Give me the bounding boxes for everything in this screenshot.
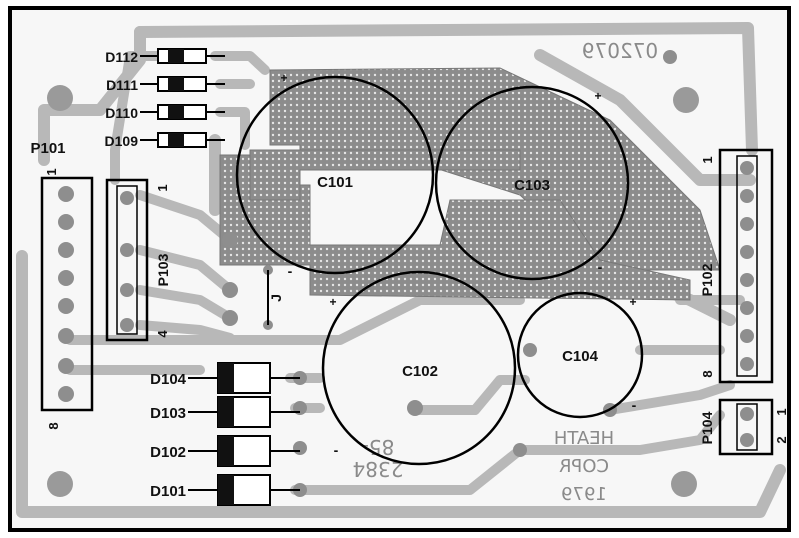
polarity-minus: - xyxy=(334,442,339,458)
mounting-hole xyxy=(673,87,699,113)
pad xyxy=(513,443,527,457)
connector-p101-label: P101 xyxy=(30,140,65,157)
capacitor-c104-outline xyxy=(516,291,644,419)
trace-p101-loop xyxy=(38,26,146,166)
diode-d101-label: D101 xyxy=(150,483,186,500)
connector-p101-pin-start: 1 xyxy=(44,168,59,175)
diode-d112: D112 xyxy=(105,48,225,65)
diode-d109-label: D109 xyxy=(105,133,139,149)
trace-p101-to-right xyxy=(65,295,525,345)
connector-p103-pin-end: 4 xyxy=(155,330,170,338)
capacitor-outlines xyxy=(235,75,644,466)
polarity-minus: - xyxy=(288,263,293,279)
capacitor-c102-outline xyxy=(321,270,517,466)
connector-p102-label: P102 xyxy=(699,263,715,296)
connector-p103-pin-start: 1 xyxy=(155,184,170,191)
capacitor-c101-label: C101 xyxy=(317,174,353,191)
polarity-plus: + xyxy=(594,89,601,103)
diode-d102: D102 xyxy=(150,435,300,467)
diode-d110: D110 xyxy=(105,104,225,121)
polarity-minus: - xyxy=(598,259,603,275)
pad xyxy=(407,400,423,416)
mirrored-board-markings: 072079 85- 2384 HEATH COPR 1979 xyxy=(353,39,659,505)
connector-p104-pin-start: 1 xyxy=(774,408,789,415)
diode-d101: D101 xyxy=(150,474,300,506)
trace-p102-top xyxy=(534,49,756,186)
diode-d103-label: D103 xyxy=(150,405,186,422)
connector-p101: P101 1 8 xyxy=(30,140,94,430)
maker-line2: COPR xyxy=(559,456,609,477)
diode-d110-label: D110 xyxy=(105,105,138,121)
connector-p103-body xyxy=(105,178,149,342)
pad xyxy=(293,441,307,455)
connector-p102-pin-end: 8 xyxy=(700,370,715,377)
diode-d111-label: D111 xyxy=(106,77,138,93)
trace-d112-row xyxy=(210,51,270,75)
trace-p103-pin2 xyxy=(135,245,235,295)
diode-d104-label: D104 xyxy=(150,371,187,388)
diode-d104: D104 xyxy=(150,362,300,394)
trace-c104-low xyxy=(605,380,735,415)
capacitor-c101-outline xyxy=(235,75,435,275)
trace-top-frame xyxy=(134,22,758,156)
pad xyxy=(523,343,537,357)
polarity-minus: - xyxy=(632,397,637,413)
mounting-hole xyxy=(47,471,73,497)
mounting-holes xyxy=(47,85,699,497)
trace-left-frame xyxy=(16,250,786,518)
connector-p104-label: P104 xyxy=(699,411,715,444)
jumper-j-label: J xyxy=(268,294,284,302)
mounting-hole xyxy=(47,85,73,111)
trace-d101-out xyxy=(290,410,725,495)
connector-p103-label: P103 xyxy=(155,253,171,286)
maker-line1: HEATH xyxy=(554,428,614,449)
pad xyxy=(222,232,238,248)
pad xyxy=(222,310,238,326)
mounting-hole xyxy=(671,471,697,497)
capacitor-c102-label: C102 xyxy=(402,363,438,380)
board-number: 072079 xyxy=(582,39,658,63)
pad xyxy=(663,50,677,64)
polarity-plus: + xyxy=(329,295,336,309)
diode-d112-label: D112 xyxy=(105,49,138,65)
connector-p102-pin-start: 1 xyxy=(700,156,715,163)
connector-p103: P103 1 4 xyxy=(105,178,171,342)
connector-p101-pin-end: 8 xyxy=(46,422,61,429)
trace-p103-pin3 xyxy=(135,285,235,323)
polarity-plus: + xyxy=(629,295,636,309)
plane-center-strip xyxy=(249,149,521,201)
diode-d102-label: D102 xyxy=(150,444,186,461)
connector-p104-body xyxy=(718,398,774,456)
copper-planes xyxy=(219,67,721,301)
pad xyxy=(222,282,238,298)
diode-d111: D111 xyxy=(106,76,225,93)
capacitor-c103-outline xyxy=(434,85,630,281)
jumper-j: J xyxy=(267,270,284,325)
diode-d109: D109 xyxy=(105,132,225,149)
copper-traces xyxy=(16,22,786,518)
diode-d103: D103 xyxy=(150,396,300,428)
connector-p104-pin-end: 2 xyxy=(774,436,789,443)
polarity-marks: + - + - + - + - xyxy=(280,71,636,458)
trace-c102-to-c104 xyxy=(410,375,530,415)
capacitor-c103-label: C103 xyxy=(514,177,550,194)
polarity-plus: + xyxy=(280,71,287,85)
connector-p101-body xyxy=(40,176,94,412)
connector-p102: P102 1 8 xyxy=(699,148,774,384)
capacitor-c104-label: C104 xyxy=(562,348,599,365)
maker-line3: 1979 xyxy=(561,484,607,505)
connector-p102-body xyxy=(718,148,774,384)
connector-p104: P104 1 2 xyxy=(699,398,789,456)
